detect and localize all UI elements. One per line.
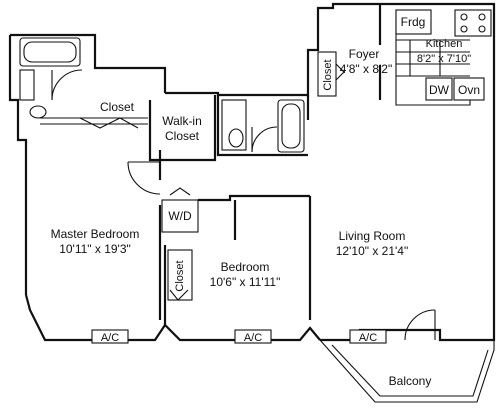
ac-living-label: A/C [359, 332, 377, 344]
master-bath [19, 37, 83, 119]
living-room-name: Living Room [339, 229, 406, 243]
closet-master-label: Closet [100, 100, 135, 114]
dishwasher-label: DW [429, 83, 450, 97]
closet-foyer-label: Closet [322, 59, 334, 90]
ac-units [91, 329, 387, 344]
second-bath [221, 99, 305, 153]
room-labels: Master Bedroom 10'11" x 19'3" Bedroom 10… [51, 15, 480, 388]
foyer-name: Foyer [349, 47, 380, 61]
bedroom-size: 10'6" x 11'11" [210, 275, 281, 289]
kitchen-name: Kitchen [426, 38, 463, 50]
washer-dryer-label: W/D [168, 209, 192, 223]
kitchen-fixtures [395, 9, 492, 101]
kitchen-size: 8'2" x 7'10" [417, 53, 471, 65]
closet-bedroom-label: Closet [174, 260, 186, 291]
living-room-size: 12'10" x 21'4" [336, 244, 409, 258]
balcony-name: Balcony [389, 374, 432, 388]
ac-master-label: A/C [101, 332, 119, 344]
foyer-size: 4'8" x 8'2" [340, 62, 392, 76]
walkin-closet-label-2: Closet [165, 129, 200, 143]
door-swings [79, 63, 436, 341]
master-bedroom-name: Master Bedroom [51, 227, 140, 241]
fridge-label: Frdg [401, 15, 426, 29]
walkin-closet-label-1: Walk-in [162, 114, 202, 128]
master-bedroom-size: 10'11" x 19'3" [59, 242, 131, 256]
ac-bedroom-label: A/C [244, 332, 262, 344]
interior-walls [40, 4, 471, 325]
oven-label: Ovn [458, 83, 480, 97]
bedroom-name: Bedroom [221, 260, 270, 274]
